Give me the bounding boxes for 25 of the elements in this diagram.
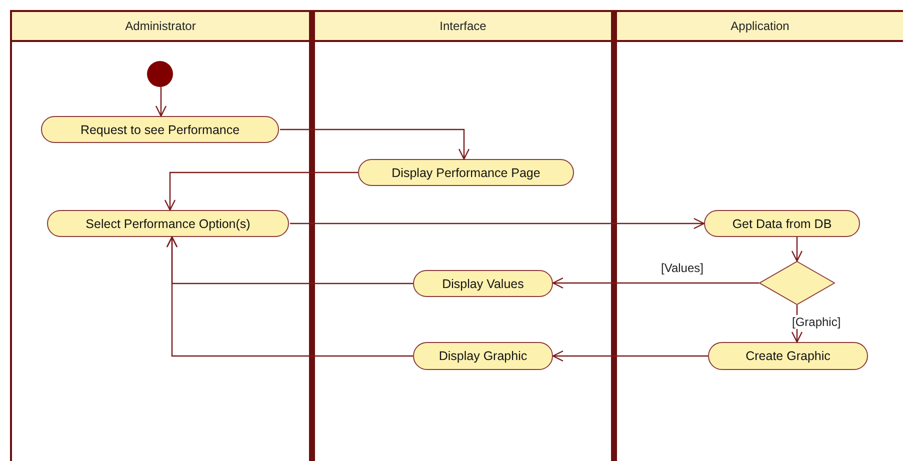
arrow <box>166 236 413 357</box>
arrow <box>791 237 803 262</box>
action-node: Create Graphic <box>708 342 868 370</box>
swimlane <box>614 10 903 461</box>
action-node: Display Performance Page <box>358 159 574 186</box>
swimlane <box>312 10 614 461</box>
guard-label: [Graphic] <box>791 315 842 329</box>
action-node: Request to see Performance <box>41 116 279 143</box>
lane-header: Application <box>617 12 903 42</box>
lane-header: Interface <box>315 12 611 42</box>
action-node: Select Performance Option(s) <box>47 210 289 237</box>
action-node: Get Data from DB <box>704 210 860 237</box>
swimlane <box>10 10 312 461</box>
action-node: Display Values <box>413 270 553 297</box>
arrow <box>552 350 708 362</box>
guard-label: [Values] <box>660 261 704 275</box>
action-node: Display Graphic <box>413 342 553 370</box>
arrow <box>164 172 358 211</box>
decision-diamond <box>759 261 835 305</box>
arrow <box>280 128 470 160</box>
lane-header: Administrator <box>12 12 309 42</box>
start-node <box>147 61 173 87</box>
arrow <box>155 87 167 117</box>
arrow <box>290 218 705 230</box>
arrow <box>552 277 759 289</box>
